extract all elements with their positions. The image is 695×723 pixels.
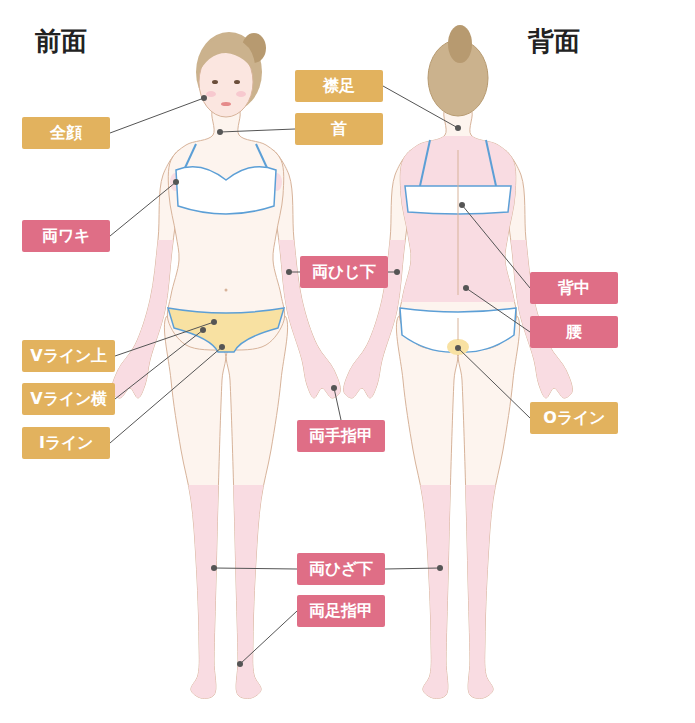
leader-line — [385, 568, 440, 569]
lower-leg-zone — [388, 485, 528, 710]
panties — [400, 308, 516, 352]
cheek — [206, 91, 216, 97]
bra-strap — [420, 140, 430, 186]
leader-dot — [286, 269, 292, 275]
zone-label: 全顔 — [22, 117, 110, 149]
leader-line — [115, 330, 203, 399]
eye — [234, 80, 240, 84]
leader-lines — [110, 86, 530, 667]
panties — [168, 308, 284, 352]
zone-name: 襟足 — [323, 76, 355, 95]
zone-label: 腰 — [530, 316, 618, 348]
zone-name: 全顔 — [50, 123, 82, 142]
zone-name: 両ひじ下 — [312, 262, 376, 281]
bra — [176, 167, 276, 214]
leader-line — [383, 86, 458, 128]
cleft — [458, 318, 459, 340]
leader-dot — [200, 327, 206, 333]
leader-dot — [217, 129, 223, 135]
fringe — [197, 38, 256, 76]
zone-name: 背中 — [558, 278, 590, 297]
leader-line — [240, 611, 297, 664]
zone-name: Oライン — [543, 408, 605, 427]
zone-label: 両ひざ下 — [297, 553, 385, 585]
leader-line — [220, 129, 295, 132]
back-zone — [388, 136, 528, 302]
zone-label: 両手指甲 — [297, 420, 385, 452]
lips — [221, 102, 231, 106]
zone-label: Iライン — [22, 427, 110, 459]
leader-dot — [455, 345, 461, 351]
zone-name: 両足指甲 — [309, 601, 373, 620]
zone-name: 腰 — [566, 322, 582, 341]
leader-line — [462, 205, 530, 288]
leader-line — [110, 182, 176, 236]
zone-label: 両ワキ — [22, 220, 110, 252]
zone-name: Iライン — [39, 433, 93, 452]
zone-label: 両足指甲 — [297, 595, 385, 627]
zone-label: Oライン — [530, 402, 618, 434]
leader-dot — [219, 344, 225, 350]
leader-dot — [173, 179, 179, 185]
leader-dot — [459, 202, 465, 208]
leader-dot — [237, 661, 243, 667]
view-heading: 前面 — [35, 26, 87, 57]
leader-dot — [455, 125, 461, 131]
zone-label: 両ひじ下 — [300, 256, 388, 288]
leader-line — [458, 348, 530, 418]
leader-dot — [463, 285, 469, 291]
leader-line — [214, 568, 297, 569]
leader-line — [115, 322, 214, 356]
leader-line — [110, 347, 222, 443]
zone-name: Vライン横 — [30, 389, 106, 408]
leader-dot — [201, 95, 207, 101]
zone-label: 背中 — [530, 272, 618, 304]
leader-dot — [394, 269, 400, 275]
zone-name: 両ひざ下 — [309, 559, 373, 578]
zone-name: 両ワキ — [42, 226, 90, 245]
zone-label: 襟足 — [295, 70, 383, 102]
navel — [225, 289, 228, 292]
zone-label: Vライン上 — [22, 340, 115, 372]
zone-name: 両手指甲 — [309, 426, 373, 445]
o-line-zone — [447, 339, 469, 355]
leader-dot — [211, 319, 217, 325]
lower-leg-zone — [156, 485, 296, 710]
cheek — [236, 91, 246, 97]
leader-dot — [437, 565, 443, 571]
eye — [212, 80, 218, 84]
zone-label: 首 — [295, 113, 383, 145]
zone-name: 首 — [331, 119, 347, 138]
leader-dot — [211, 565, 217, 571]
leader-line — [334, 388, 341, 420]
hair-bun — [448, 25, 472, 63]
zone-name: Vライン上 — [30, 346, 106, 365]
view-heading: 背面 — [528, 26, 580, 57]
leader-line — [466, 288, 530, 332]
spine — [458, 150, 459, 295]
zone-label: Vライン横 — [22, 383, 115, 415]
leader-dot — [331, 385, 337, 391]
leader-line — [110, 98, 204, 133]
bra-strap — [486, 140, 496, 186]
